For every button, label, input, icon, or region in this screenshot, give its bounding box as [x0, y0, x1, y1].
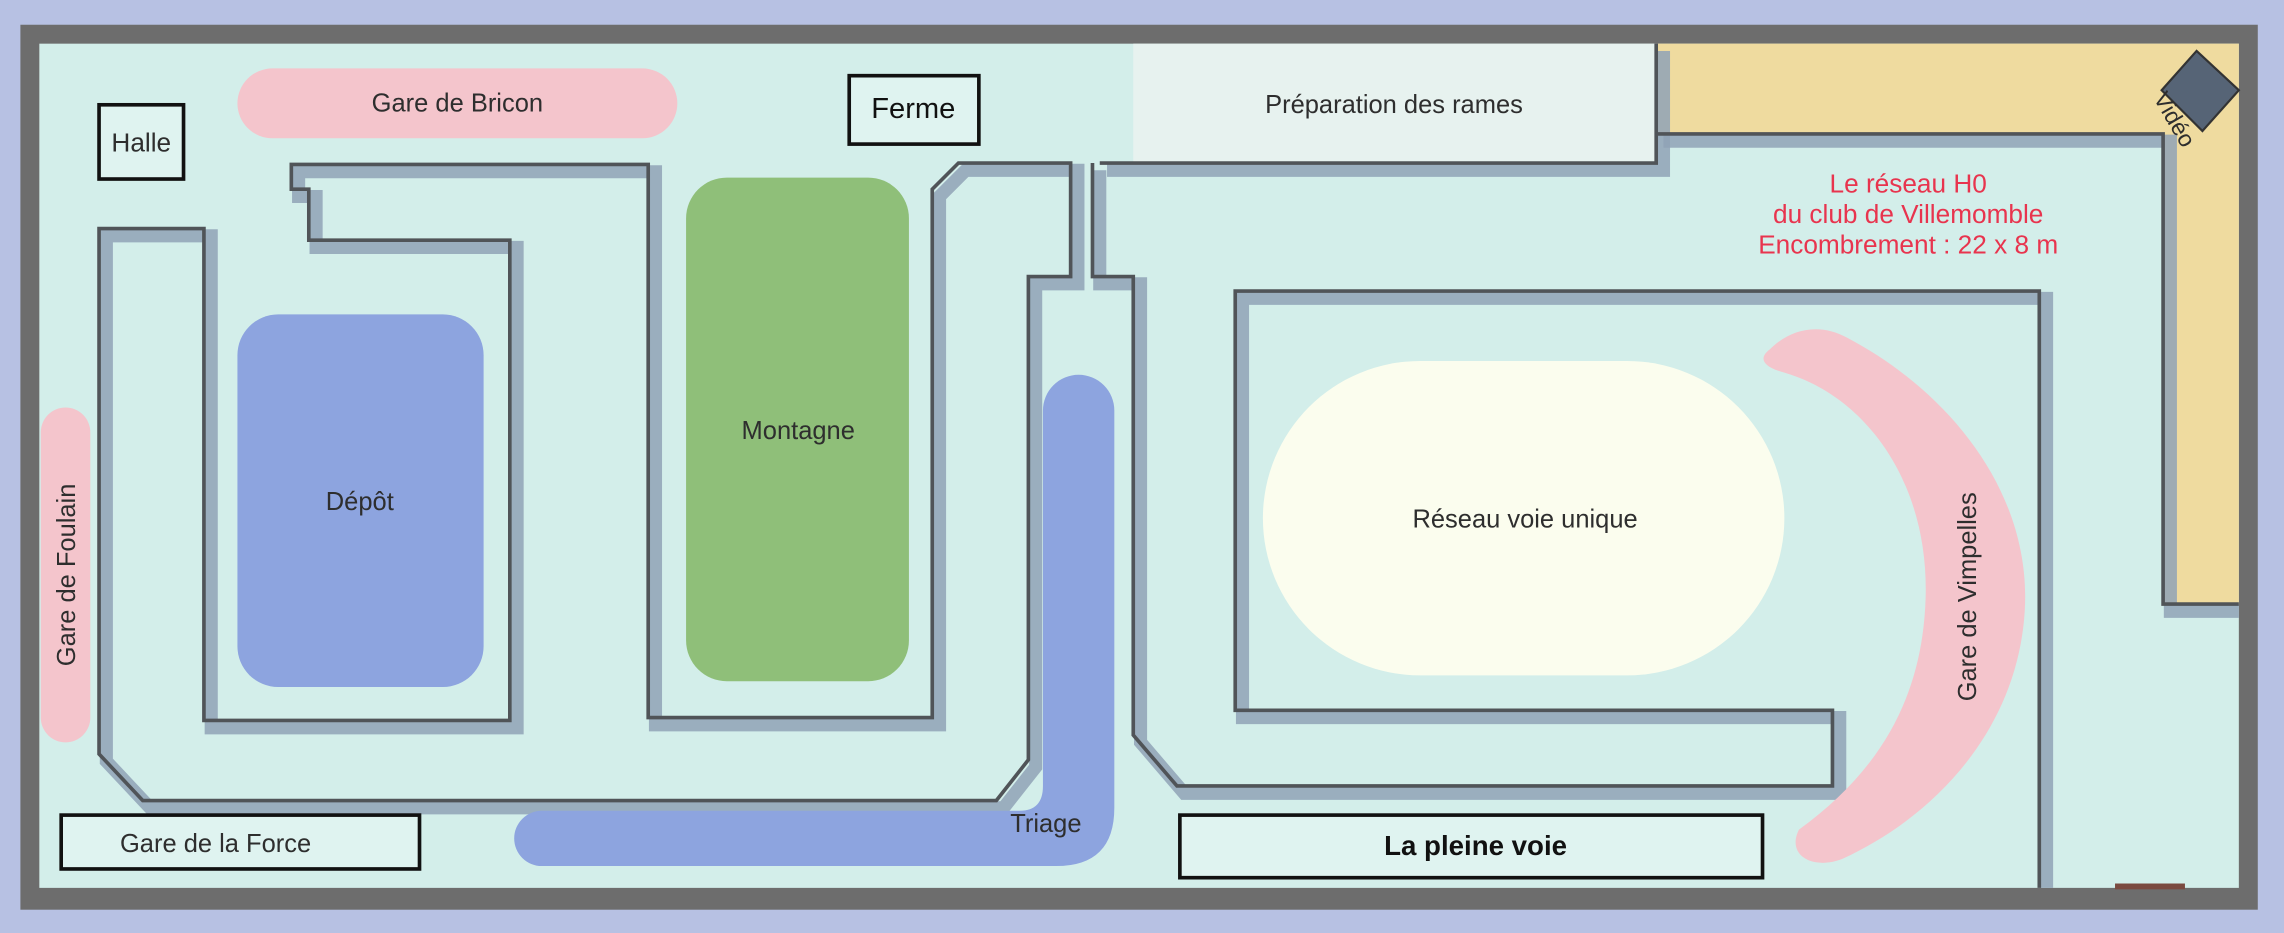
- gare-bricon-zone: [237, 68, 678, 139]
- gare-force-box: [59, 813, 422, 871]
- board-shadows: [99, 50, 2239, 888]
- preparation-label: Préparation des rames: [1265, 91, 1523, 119]
- triage-zone: [514, 374, 1115, 867]
- preparation-area: [1133, 43, 1657, 164]
- pleine-voie-label: La pleine voie: [1384, 830, 1567, 861]
- preparation-shadow: [1107, 50, 1671, 177]
- title-line-2: du club de Villemomble: [1773, 199, 2043, 229]
- title-line-3: Encombrement : 22 x 8 m: [1758, 230, 2058, 260]
- pleine-voie-box: [1178, 813, 1765, 880]
- left-board-shadow: [99, 163, 1085, 815]
- ferme-label: Ferme: [871, 93, 955, 125]
- left-board-wall: [97, 161, 1073, 803]
- reseau-voie-unique-zone: [1262, 360, 1785, 676]
- depot-zone: [237, 314, 484, 688]
- gare-foulain-zone: [40, 407, 91, 743]
- video-screen-icon: [2160, 49, 2241, 133]
- reseau-voie-unique-label: Réseau voie unique: [1412, 506, 1637, 534]
- gare-vimpelles-zone: [1763, 329, 2026, 863]
- halle-label: Halle: [111, 128, 171, 158]
- title-line-1: Le réseau H0: [1830, 168, 1987, 198]
- triage-label: Triage: [1010, 810, 1081, 838]
- ferme-box: [847, 73, 981, 146]
- halle-box: [97, 102, 186, 181]
- depot-label: Dépôt: [326, 488, 394, 516]
- right-board-wall: [1090, 163, 2042, 888]
- montagne-label: Montagne: [742, 417, 855, 445]
- frame-mark: [2115, 883, 2185, 890]
- video-area-wall: [1656, 132, 2239, 606]
- gare-vimpelles-label: Gare de Vimpelles: [1954, 492, 1982, 701]
- board-walls: [97, 43, 2239, 888]
- preparation-wall: [1099, 43, 1659, 165]
- video-area-shadow: [1663, 134, 2239, 618]
- gare-force-label: Gare de la Force: [120, 830, 311, 858]
- gare-foulain-label: Gare de Foulain: [53, 484, 81, 667]
- gare-bricon-label: Gare de Bricon: [372, 89, 543, 117]
- right-board-shadow: [1093, 170, 2054, 888]
- montagne-zone: [686, 177, 909, 682]
